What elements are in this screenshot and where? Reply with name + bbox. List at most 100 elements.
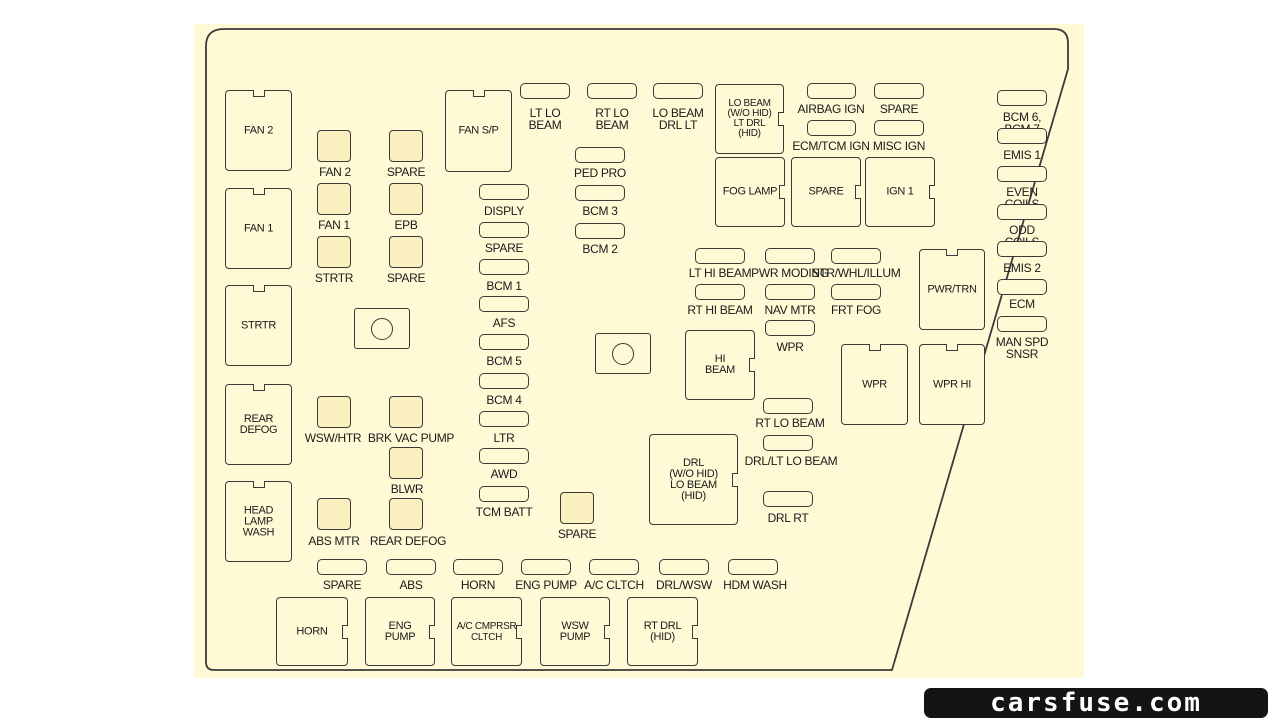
- fuse-label: LTR: [493, 431, 515, 445]
- fuse-odd-coils: [997, 204, 1047, 220]
- fuse-afs: [479, 296, 529, 312]
- fuse-label: STR/WHL/ILLUM: [811, 266, 901, 280]
- relay-ac-cmprsr-cltch: A/C CMPRSR CLTCH: [451, 597, 522, 666]
- sq-fuse-epb: [389, 183, 423, 215]
- fuse-misc-ign: [874, 120, 924, 136]
- relay-label: DRL (W/O HID) LO BEAM (HID): [669, 456, 718, 502]
- fuse-label: HDM WASH: [723, 578, 787, 592]
- fuse-label: WSW/HTR: [304, 431, 362, 445]
- relay-spare: SPARE: [791, 157, 861, 227]
- fuse-label: SPARE: [879, 102, 919, 116]
- relay-label: SPARE: [808, 185, 844, 198]
- fuse-even-coils: [997, 166, 1047, 182]
- fuse-horn: [453, 559, 503, 575]
- fuse-label: EPB: [394, 218, 418, 232]
- fuse-wpr: [765, 320, 815, 336]
- fuse-label: SPARE: [484, 241, 524, 255]
- fuse-bcm-2: [575, 223, 625, 239]
- fuse-spare-bottom: [317, 559, 367, 575]
- fuse-rt-lo-beam: [587, 83, 637, 99]
- fuse-label: FAN 1: [318, 218, 350, 232]
- relay-label: REAR DEFOG: [239, 412, 278, 436]
- relay-label: PWR/TRN: [927, 283, 977, 295]
- fuse-label: BCM 4: [486, 393, 522, 407]
- fuse-hdm-wash: [728, 559, 778, 575]
- fuse-label: PWR MODING: [751, 266, 829, 280]
- fuse-lo-beam-drl-lt: [653, 83, 703, 99]
- relay-label: ENG PUMP: [384, 619, 416, 643]
- relay-label: HEAD LAMP WASH: [242, 504, 275, 538]
- fuse-label: AFS: [492, 316, 516, 330]
- relay-fan-sp: FAN S/P: [445, 90, 512, 172]
- relay-label: A/C CMPRSR CLTCH: [456, 620, 517, 643]
- relay-wsw-pump: WSW PUMP: [540, 597, 610, 666]
- fuse-ped-pro: [575, 147, 625, 163]
- relay-fan-2: FAN 2: [225, 90, 292, 171]
- sq-fuse-spare-3: [560, 492, 594, 524]
- relay-label: IGN 1: [886, 185, 914, 198]
- fuse-label: AIRBAG IGN: [797, 102, 865, 116]
- relay-drl-lo-beam: DRL (W/O HID) LO BEAM (HID): [649, 434, 738, 525]
- fuse-label: TCM BATT: [475, 505, 533, 519]
- sq-fuse-blwr: [389, 447, 423, 479]
- fuse-label: ABS MTR: [308, 534, 360, 548]
- fuse-nav-mtr: [765, 284, 815, 300]
- relay-rear-defog: REAR DEFOG: [225, 384, 292, 465]
- relay-label: FAN S/P: [458, 124, 499, 137]
- fuse-label: BCM 5: [486, 354, 522, 368]
- sq-fuse-fan-2: [317, 130, 351, 162]
- fuse-man-spd-snsr: [997, 316, 1047, 332]
- fuse-label: REAR DEFOG: [369, 534, 447, 548]
- relay-label: HORN: [296, 625, 328, 637]
- relay-rt-drl-hid: RT DRL (HID): [627, 597, 698, 666]
- fuse-label: HORN: [460, 578, 496, 592]
- fuse-label: BCM 2: [582, 242, 618, 256]
- fuse-box-diagram: FAN 2 FAN 1 STRTR REAR DEFOG HEAD LAMP W…: [194, 24, 1084, 678]
- relay-wpr: WPR: [841, 344, 908, 425]
- fuse-label: PED PRO: [574, 166, 626, 180]
- fuse-label: NAV MTR: [764, 303, 816, 317]
- fuse-label: WPR: [776, 340, 804, 354]
- relay-wpr-hi: WPR HI: [919, 344, 985, 425]
- relay-label: FOG LAMP: [722, 185, 778, 198]
- relay-label: FAN 2: [243, 124, 274, 136]
- relay-ign-1: IGN 1: [865, 157, 935, 227]
- fuse-spare-center: [479, 222, 529, 238]
- sq-fuse-spare-2: [389, 236, 423, 268]
- fuse-label: A/C CLTCH: [584, 578, 644, 592]
- fuse-label: ECM: [1009, 297, 1035, 311]
- fuse-label: BCM 3: [582, 204, 618, 218]
- relay-horn: HORN: [276, 597, 348, 666]
- relay-hi-beam: HI BEAM: [685, 330, 755, 400]
- fuse-drl-wsw: [659, 559, 709, 575]
- relay-eng-pump: ENG PUMP: [365, 597, 435, 666]
- sq-fuse-brk-vac-pump: [389, 396, 423, 428]
- fuse-label: FAN 2: [319, 165, 351, 179]
- fuse-rt-hi-beam: [695, 284, 745, 300]
- fuse-ecm: [997, 279, 1047, 295]
- relay-fog-lamp: FOG LAMP: [715, 157, 785, 227]
- fuse-label: ECM/TCM IGN: [792, 139, 870, 153]
- fuse-label: BLWR: [390, 482, 424, 496]
- fuse-label: ABS: [399, 578, 423, 592]
- fuse-ltr: [479, 411, 529, 427]
- relay-label: WPR: [862, 378, 887, 390]
- fuse-bcm-6-bcm-7: [997, 90, 1047, 106]
- relay-head-lamp-wash: HEAD LAMP WASH: [225, 481, 292, 562]
- relay-strtr: STRTR: [225, 285, 292, 366]
- fuse-label: EMIS 2: [1003, 261, 1041, 275]
- relay-label: FAN 1: [243, 222, 274, 234]
- watermark-logo: carsfuse.com: [924, 688, 1268, 718]
- relay-lo-beam: LO BEAM (W/O HID) LT DRL (HID): [715, 84, 784, 154]
- fuse-frt-fog: [831, 284, 881, 300]
- fuse-label: SPARE: [322, 578, 362, 592]
- relay-label: WSW PUMP: [559, 619, 591, 643]
- fuse-pwr-moding: [765, 248, 815, 264]
- fuse-bcm-1: [479, 259, 529, 275]
- fuse-label: BCM 1: [486, 279, 522, 293]
- fuse-label: STRTR: [314, 271, 354, 285]
- fuse-eng-pump: [521, 559, 571, 575]
- fuse-label: MISC IGN: [872, 139, 926, 153]
- fuse-abs: [386, 559, 436, 575]
- relay-label: LO BEAM (W/O HID) LT DRL (HID): [727, 98, 772, 139]
